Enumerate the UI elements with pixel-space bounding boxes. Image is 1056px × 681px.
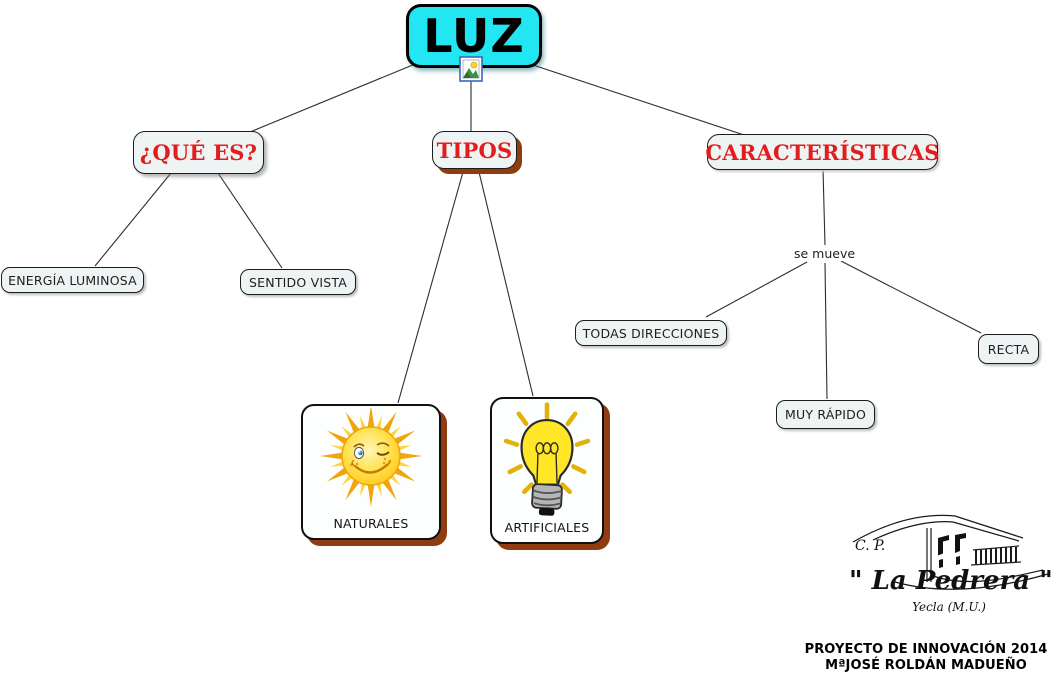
naturales-label: NATURALES xyxy=(333,516,409,531)
edge-tipos-artificiales xyxy=(478,171,534,397)
edge-luz-caracteristicas xyxy=(523,61,745,136)
node-artificiales[interactable]: ARTIFICIALES xyxy=(490,397,604,544)
sun-image xyxy=(309,405,433,516)
artificiales-label: ARTIFICIALES xyxy=(504,520,590,535)
node-todas-direcciones[interactable]: TODAS DIRECCIONES xyxy=(575,320,727,346)
image-placeholder-icon[interactable] xyxy=(459,56,483,86)
linking-phrase-se-mueve[interactable]: se mueve xyxy=(792,246,858,261)
edge-semueve-recta xyxy=(840,260,982,334)
logo-place-text: Yecla (M.U.) xyxy=(912,600,986,614)
node-que-es[interactable]: ¿QUÉ ES? xyxy=(133,131,264,174)
node-tipos[interactable]: TIPOS xyxy=(432,131,517,169)
node-energia-luminosa[interactable]: ENERGÍA LUMINOSA xyxy=(1,267,144,293)
node-naturales[interactable]: NATURALES xyxy=(301,404,441,540)
edge-luz-quees xyxy=(249,61,421,133)
node-recta[interactable]: RECTA xyxy=(978,334,1039,364)
logo-cp-text: C. P. xyxy=(855,538,886,554)
la-pedrera-school-logo: C. P. " La Pedrera " Yecla (M.U.) xyxy=(843,508,1055,626)
school-building-sketch xyxy=(852,514,1049,590)
edge-tipos-naturales xyxy=(397,171,464,404)
edge-quees-energia xyxy=(94,172,172,267)
node-sentido-vista[interactable]: SENTIDO VISTA xyxy=(240,269,356,295)
edge-quees-sentido xyxy=(217,172,283,269)
footer-credit: PROYECTO DE INNOVACIÓN 2014 MªJOSÉ ROLDÁ… xyxy=(796,642,1056,674)
light-bulb-image xyxy=(497,401,597,525)
edge-semueve-muyrapido xyxy=(824,262,828,400)
node-caracteristicas[interactable]: CARACTERÍSTICAS xyxy=(705,134,939,170)
edge-caracteristicas-semueve xyxy=(822,168,826,246)
footer-line2: MªJOSÉ ROLDÁN MADUEÑO xyxy=(825,658,1027,673)
edge-semueve-todas xyxy=(705,261,808,318)
footer-line1: PROYECTO DE INNOVACIÓN 2014 xyxy=(804,642,1048,657)
node-muy-rapido[interactable]: MUY RÁPIDO xyxy=(776,400,875,429)
logo-name-text: " La Pedrera " xyxy=(849,566,1053,596)
